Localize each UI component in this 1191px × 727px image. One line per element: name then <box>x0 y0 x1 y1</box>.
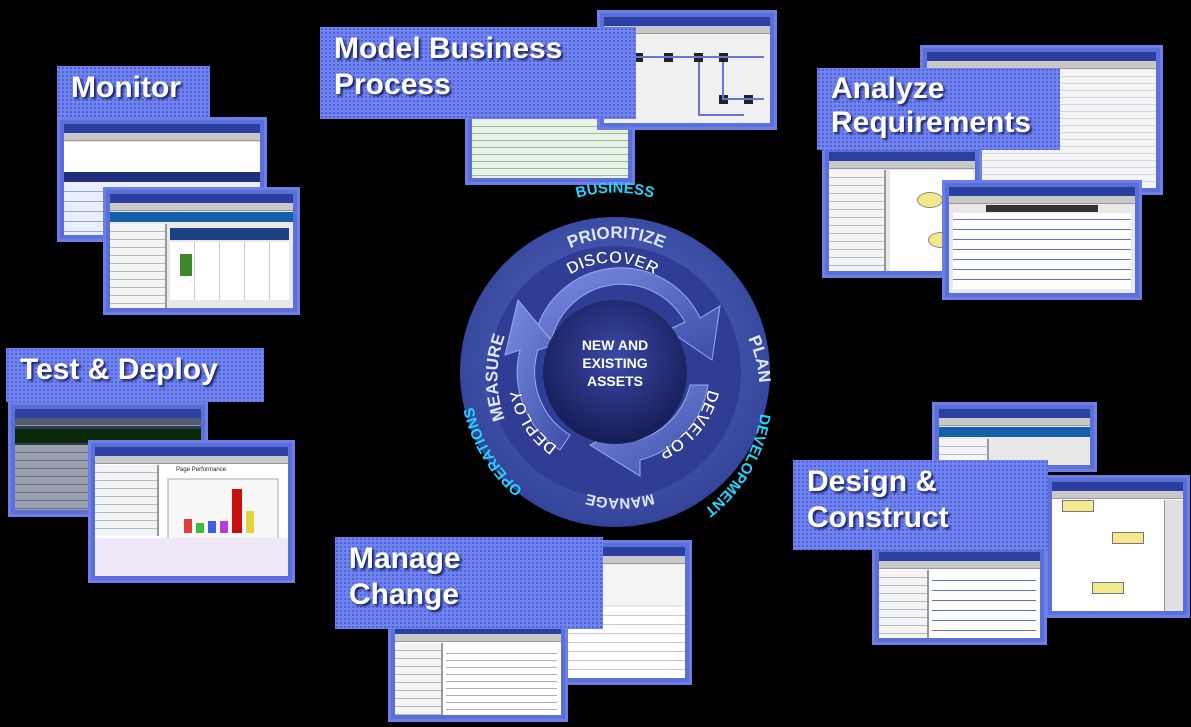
label-test-deploy: Test & Deploy <box>6 348 264 402</box>
label-design-line1: Design & <box>807 465 938 498</box>
center-line2: EXISTING <box>582 355 647 371</box>
core-circle <box>543 300 687 444</box>
label-monitor: Monitor <box>57 66 210 118</box>
monitor-screenshot-front <box>103 187 300 315</box>
center-line3: ASSETS <box>587 373 643 389</box>
label-model-line2: Process <box>334 68 451 101</box>
design-screenshot-mid <box>872 545 1047 645</box>
label-analyze-line1: Analyze <box>831 72 945 105</box>
label-manage-line1: Manage <box>349 542 461 575</box>
label-model-line1: Model Business <box>334 32 563 65</box>
arrow-deploy <box>504 298 571 451</box>
label-design-line2: Construct <box>807 501 949 534</box>
label-monitor-text: Monitor <box>71 71 181 104</box>
requirements-screenshot-front <box>942 180 1142 300</box>
label-analyze-line2: Requirements <box>831 106 1032 139</box>
label-design-construct: Design & Construct <box>793 460 1048 550</box>
page-performance-title: Page Performance <box>176 467 227 473</box>
change-screenshot-front <box>388 618 568 722</box>
arrow-develop <box>589 384 709 477</box>
label-manage-line2: Change <box>349 578 460 611</box>
label-test-text: Test & Deploy <box>20 353 218 386</box>
label-model-business-process: Model Business Process <box>320 27 636 119</box>
arrow-discover <box>534 267 721 361</box>
phase-manage: MANAGE <box>584 490 656 512</box>
label-manage-change: Manage Change <box>335 537 603 629</box>
page-performance-screenshot: Page Performance <box>88 440 295 583</box>
phase-business: BUSINESS <box>574 180 656 202</box>
label-analyze-requirements: Analyze Requirements <box>817 68 1060 150</box>
center-line1: NEW AND <box>582 337 648 353</box>
